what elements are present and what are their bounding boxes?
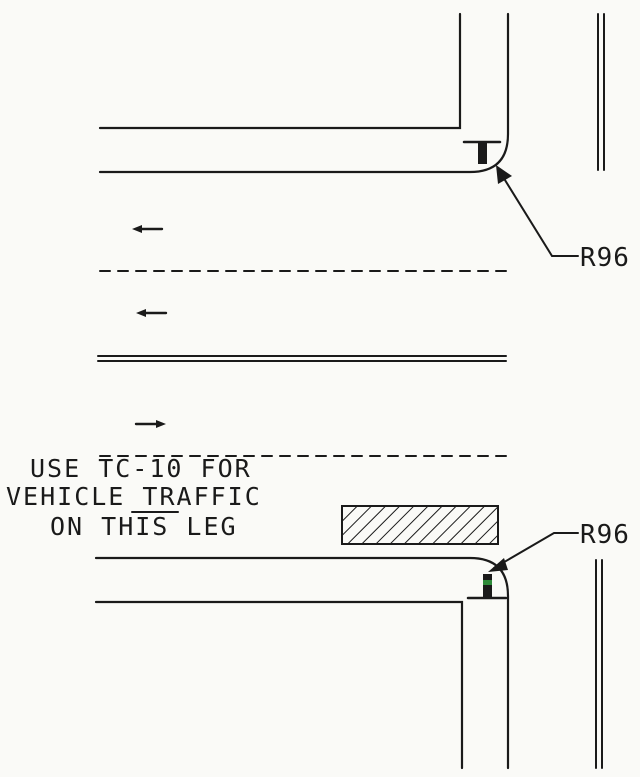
bottom-sign-post: [483, 574, 492, 598]
top-callout-leader: R96: [496, 165, 630, 273]
top-callout-label: R96: [580, 243, 630, 273]
note-line-1: USE TC-10 FOR: [30, 454, 252, 483]
bottom-sign-accent: [483, 580, 492, 585]
traffic-note: USE TC-10 FOR VEHICLE TRAFFIC ON THIS LE…: [6, 454, 262, 541]
bottom-leader-arrowhead: [488, 558, 508, 572]
double-centerline: [97, 355, 507, 362]
lane-arrow-1: [132, 225, 164, 233]
hatched-area: [341, 505, 499, 545]
top-curb-corner: [98, 12, 510, 174]
arrow-left-icon: [136, 309, 146, 317]
note-line-3: ON THIS LEG: [50, 512, 238, 541]
arrow-right-icon: [156, 420, 166, 428]
lane-arrow-3: [134, 420, 166, 428]
top-right-edge-lines: [597, 13, 605, 171]
bottom-callout-leader: R96: [488, 520, 630, 572]
top-sign-post: [478, 142, 487, 164]
bottom-callout-label: R96: [580, 520, 630, 550]
note-line-2: VEHICLE TRAFFIC: [6, 482, 262, 511]
top-sign-symbol: [462, 140, 502, 164]
bottom-curb-corner: [94, 556, 510, 770]
bottom-sign-symbol: [466, 574, 508, 600]
bottom-right-edge-lines: [595, 559, 603, 769]
top-leader-arrowhead: [496, 165, 512, 184]
arrow-left-icon: [132, 225, 142, 233]
lane-arrow-2: [136, 309, 168, 317]
